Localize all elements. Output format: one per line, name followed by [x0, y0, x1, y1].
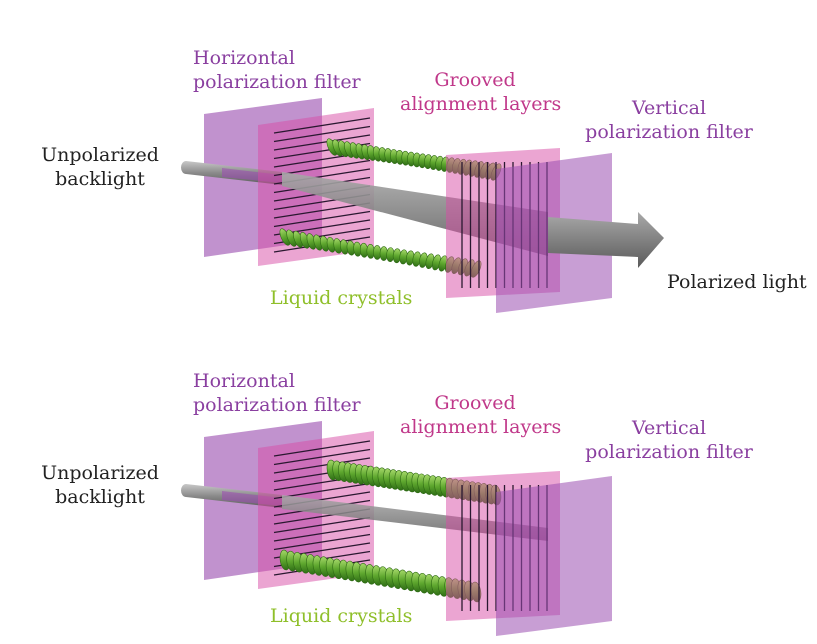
label-line: Vertical — [631, 97, 707, 119]
bottom-panel-graphic — [181, 421, 612, 636]
label-line: polarization filter — [585, 121, 753, 143]
label-line: backlight — [55, 486, 145, 508]
groove-line — [273, 117, 371, 134]
label-line: backlight — [55, 168, 145, 190]
groove-line — [273, 125, 371, 143]
top-panel-graphic — [181, 98, 664, 313]
groove-line — [273, 134, 371, 151]
label-line: alignment layers — [400, 416, 562, 438]
label-line: Horizontal — [193, 47, 295, 69]
groove-line — [273, 448, 371, 466]
groove-line — [273, 159, 371, 177]
polarized-light-label: Polarized light — [667, 271, 807, 293]
alignment-layers-label: Grooved alignment layers — [400, 391, 562, 439]
backlight-label: Unpolarized backlight — [40, 461, 160, 509]
vertical-filter-label: Vertical polarization filter — [583, 96, 755, 144]
groove-line — [273, 202, 371, 219]
label-line: alignment layers — [400, 93, 562, 115]
label-line: Vertical — [631, 417, 707, 439]
vertical-filter-label: Vertical polarization filter — [583, 416, 755, 464]
horizontal-filter-label: Horizontal polarization filter — [193, 46, 361, 94]
alignment-layers-label: Grooved alignment layers — [400, 68, 562, 116]
vertical-polarization-filter — [496, 476, 612, 636]
groove-line — [273, 457, 371, 474]
horizontal-filter-label: Horizontal polarization filter — [193, 369, 361, 417]
groove-line — [273, 516, 371, 534]
groove-line — [273, 440, 371, 457]
label-line: polarization filter — [585, 441, 753, 463]
output-arrow — [548, 212, 664, 268]
backlight-label: Unpolarized backlight — [40, 143, 160, 191]
label-line: Unpolarized — [41, 144, 159, 166]
liquid-crystals-label: Liquid crystals — [270, 605, 413, 627]
label-line: Unpolarized — [41, 462, 159, 484]
label-line: polarization filter — [193, 394, 361, 416]
groove-line — [273, 210, 371, 228]
label-line: Grooved — [434, 392, 516, 414]
label-line: Grooved — [434, 69, 516, 91]
label-line: polarization filter — [193, 71, 361, 93]
liquid-crystals-label: Liquid crystals — [270, 287, 413, 309]
groove-line — [273, 525, 371, 542]
groove-line — [273, 533, 371, 551]
label-line: Horizontal — [193, 370, 295, 392]
